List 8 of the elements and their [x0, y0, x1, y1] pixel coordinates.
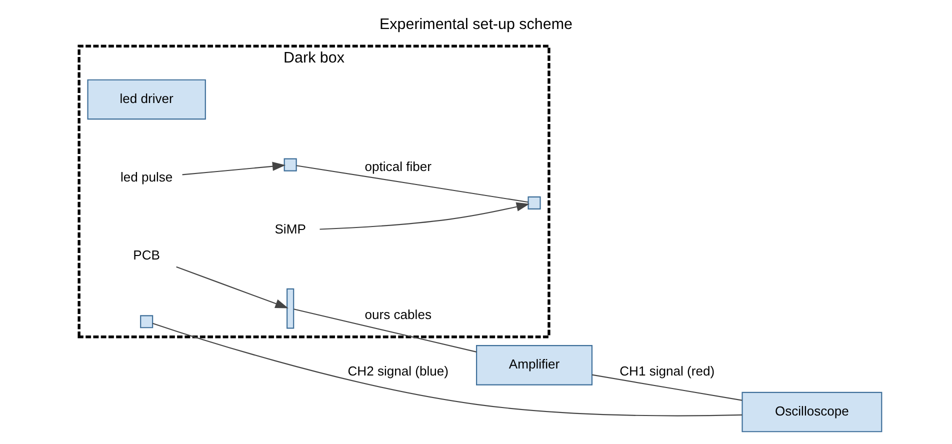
node-text: led pulse	[120, 169, 173, 184]
node-text: SiMP	[274, 222, 306, 237]
edge-label: CH1 signal (red)	[620, 364, 715, 379]
edge-label: CH2 signal (blue)	[348, 364, 449, 379]
node-text: PCB	[133, 248, 160, 263]
diagram-title: Experimental set-up scheme	[379, 16, 573, 33]
edge-label: optical fiber	[364, 158, 432, 174]
edge-label: ours cables	[364, 307, 432, 322]
